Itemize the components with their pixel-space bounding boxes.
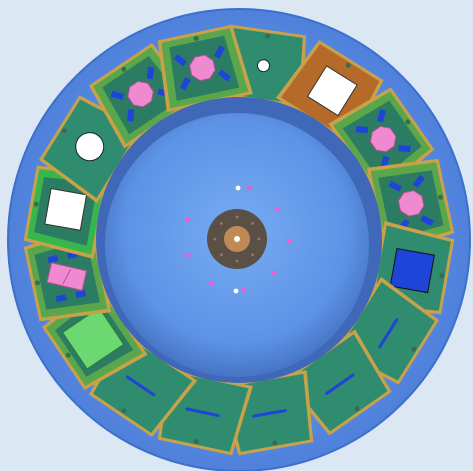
slot-mount-hole: [34, 280, 40, 286]
slot-mount-hole: [121, 408, 127, 414]
slot-mount-hole: [438, 194, 444, 200]
hub-bolt: [213, 237, 217, 241]
hub-bolt: [251, 253, 255, 256]
sample-blue-line: [185, 407, 220, 418]
sample-pink-octagon: [127, 80, 154, 108]
hub-bolt: [235, 215, 239, 219]
pink-dot-lower-right: [271, 270, 277, 276]
hub-bolt: [235, 259, 239, 263]
sample-white-square: [44, 187, 88, 231]
clamp-tab: [398, 145, 411, 153]
white-dot-bottom: [233, 288, 239, 294]
sample-light-square: [61, 307, 125, 370]
slot-15-pink-octagon[interactable]: [84, 40, 198, 149]
sample-blue-square: [389, 248, 435, 294]
clamp-tab: [355, 126, 369, 134]
clamp-tab: [179, 76, 191, 91]
hub-center: [234, 236, 240, 242]
hub-bolt: [220, 222, 223, 225]
pink-dot-bottom: [241, 287, 247, 293]
clamp-tab: [55, 294, 67, 303]
slot-mount-hole: [193, 439, 199, 445]
sample-white-square: [306, 65, 358, 117]
sample-blue-line: [252, 409, 287, 418]
bowl-markers: [185, 185, 292, 294]
slot-mount-hole: [33, 201, 39, 207]
clamp-tab: [214, 45, 225, 59]
clamp-tab: [388, 180, 403, 192]
hub-bolt: [257, 237, 261, 241]
slot-7-blue-line[interactable]: [283, 329, 396, 438]
clamp-tab: [75, 290, 87, 299]
slot-mount-hole: [121, 66, 127, 72]
pink-dot-left: [185, 252, 191, 258]
center-bowl: [96, 97, 382, 383]
slot-mount-hole: [193, 35, 199, 41]
sample-large-circle: [75, 132, 105, 162]
clamp-tab: [217, 69, 232, 82]
slot-mount-hole: [65, 352, 71, 358]
slot-mount-hole: [345, 62, 351, 68]
sample-small-circle: [257, 59, 270, 73]
slot-mount-hole: [61, 128, 67, 134]
slot-16-pink-octagon[interactable]: [152, 23, 253, 113]
pink-dot-top: [246, 185, 252, 191]
clamp-tab: [110, 90, 124, 100]
pink-dot-upper-left: [185, 217, 191, 223]
clamp-tab: [412, 174, 425, 188]
sample-divider: [62, 269, 71, 285]
slot-mount-hole: [265, 33, 271, 39]
hub-bolt: [251, 222, 255, 225]
pink-dot-upper-right: [274, 206, 280, 212]
sample-pink-octagon: [397, 190, 425, 217]
slot-mount-hole: [272, 440, 278, 446]
clamp-tab: [127, 108, 135, 122]
pink-dot-right: [286, 238, 292, 244]
pink-dot-lower-left: [208, 280, 214, 286]
sample-slots: [23, 23, 456, 456]
sample-blue-line: [125, 375, 156, 397]
slot-mount-hole: [411, 346, 417, 352]
sample-pink-octagon: [369, 125, 397, 153]
slot-mount-hole: [439, 273, 445, 279]
clamp-tab: [420, 215, 434, 226]
slot-4-pink-octagon[interactable]: [366, 153, 456, 254]
clamp-tab: [47, 255, 59, 264]
slot-mount-hole: [354, 406, 360, 412]
sample-blue-line: [325, 373, 355, 395]
slot-plate: [288, 334, 388, 432]
white-dot-top: [235, 185, 241, 191]
slot-mount-hole: [405, 119, 411, 125]
clamp-tab: [173, 54, 187, 67]
clamp-tab: [146, 66, 155, 80]
sample-pink-octagon: [189, 54, 216, 82]
sample-blue-line: [378, 318, 399, 349]
hub-bolt: [220, 253, 223, 256]
